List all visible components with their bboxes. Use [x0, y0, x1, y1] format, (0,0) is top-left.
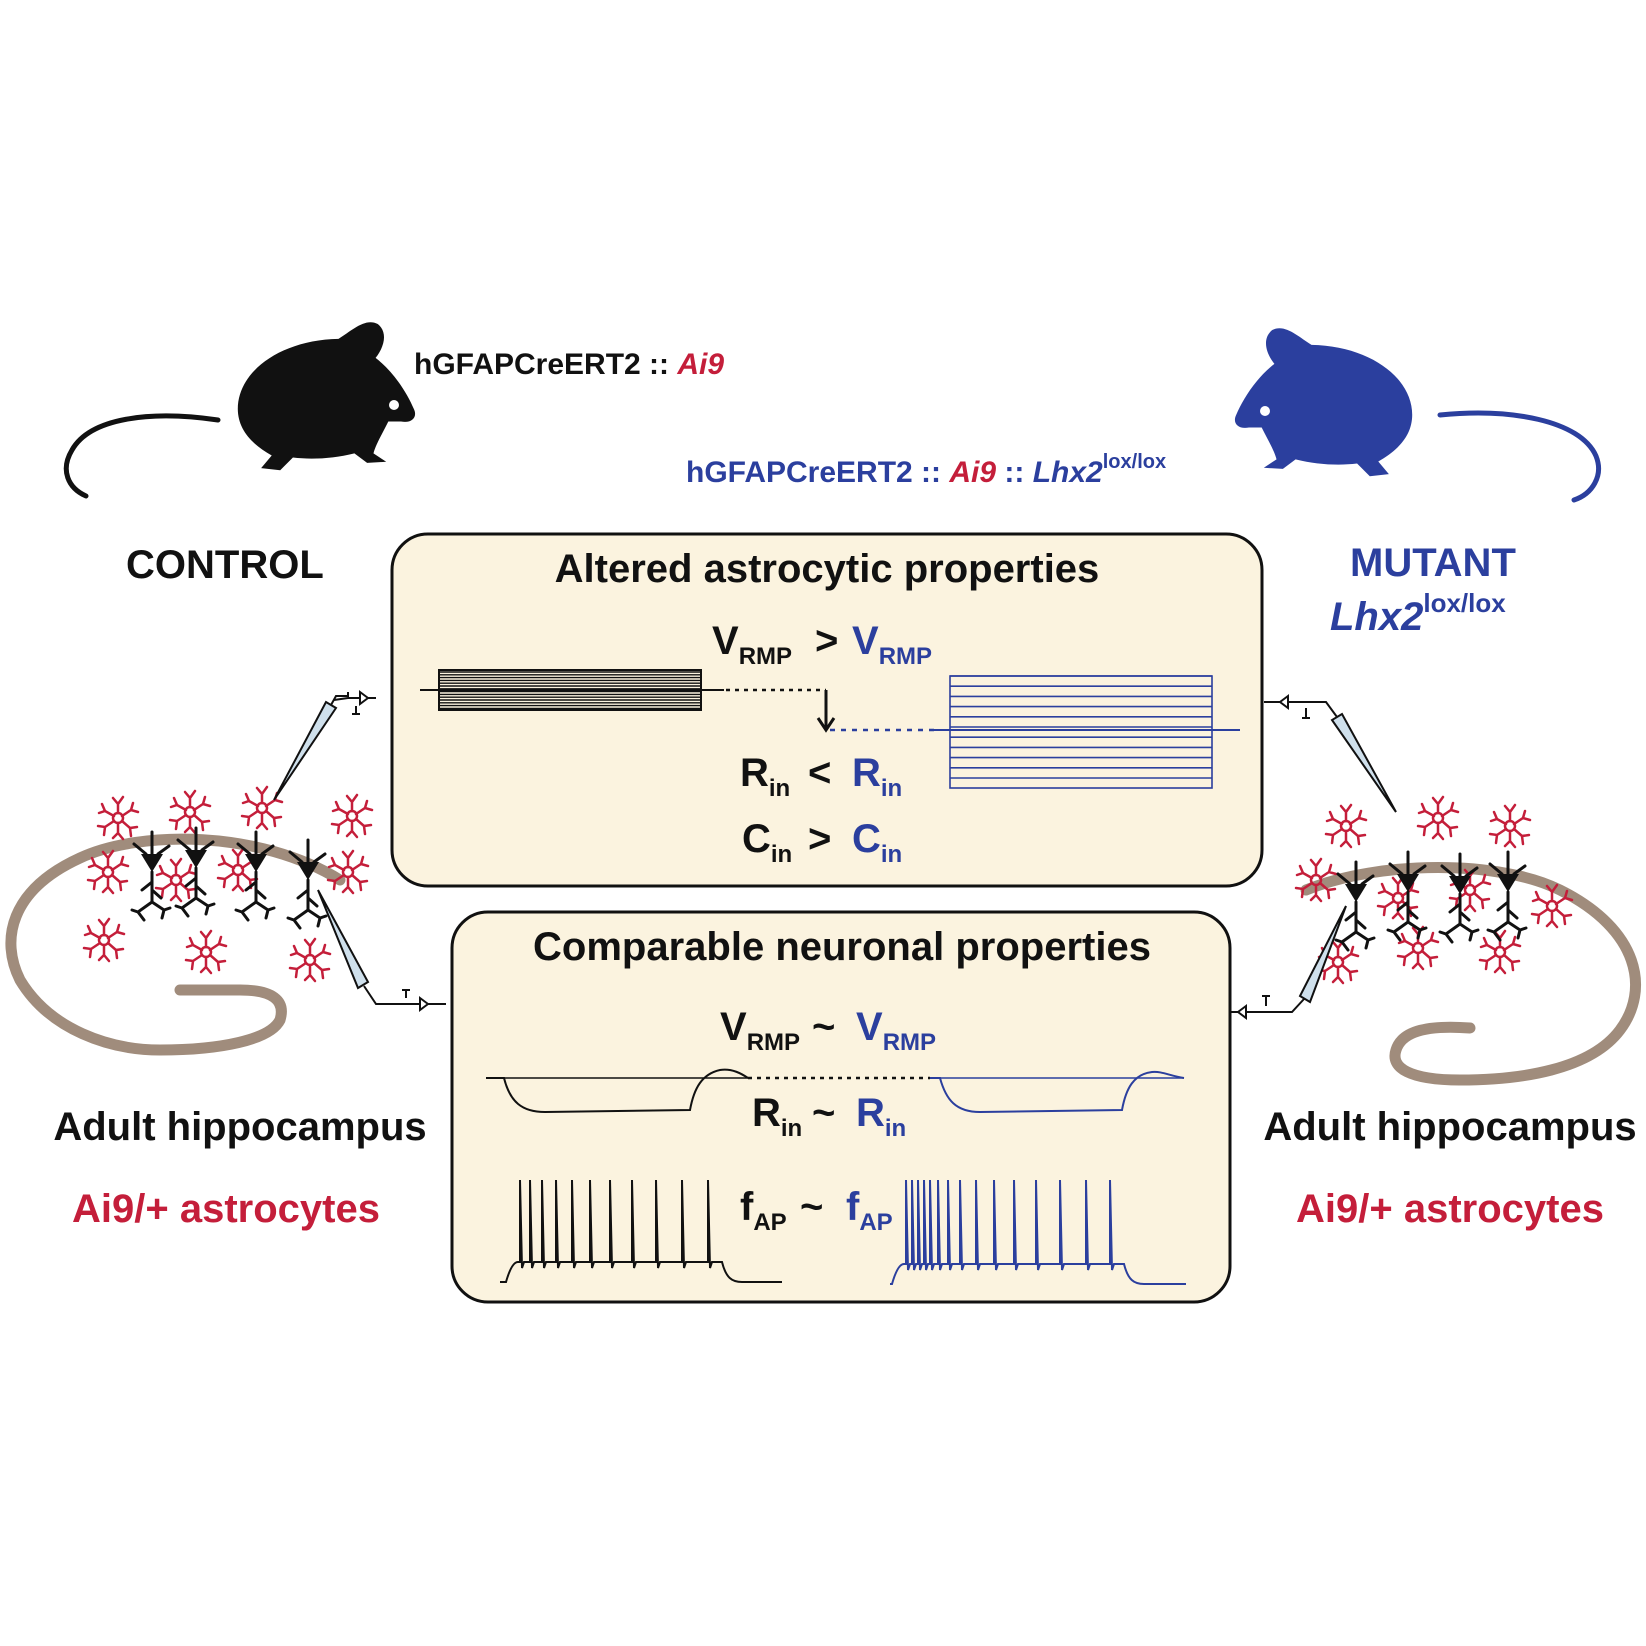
- svg-text:VRMP: VRMP: [852, 619, 932, 670]
- svg-text:VRMP: VRMP: [856, 1005, 936, 1056]
- svg-text:Cin: Cin: [742, 817, 792, 868]
- svg-text:Rin: Rin: [752, 1091, 802, 1142]
- astro-row-cin: Cin > Cin: [742, 817, 902, 868]
- svg-text:Rin: Rin: [856, 1091, 906, 1142]
- mutant-genotype: hGFAPCreERT2 :: Ai9 :: Lhx2lox/lox: [686, 451, 1166, 489]
- control-genotype: hGFAPCreERT2 :: Ai9: [414, 348, 724, 381]
- down-arrow-icon: [816, 690, 836, 733]
- control-region-label: Adult hippocampus: [53, 1105, 426, 1149]
- svg-text:~: ~: [812, 1005, 835, 1049]
- astro-row-rin: Rin < Rin: [740, 751, 902, 802]
- svg-text:>: >: [815, 619, 838, 663]
- neuron-rin-trace-control: [486, 1068, 749, 1114]
- astro-row-vrmp: VRMP > VRMP: [712, 619, 932, 670]
- svg-text:~: ~: [800, 1185, 823, 1229]
- svg-text:VRMP: VRMP: [720, 1005, 800, 1056]
- neuron-row-vrmp: VRMP ~ VRMP: [720, 1005, 936, 1056]
- neuron-panel-title: Comparable neuronal properties: [533, 925, 1151, 969]
- astro-panel-title: Altered astrocytic properties: [555, 547, 1100, 591]
- svg-text:fAP: fAP: [740, 1185, 787, 1236]
- mutant-gene: Lhx2lox/lox: [1330, 588, 1506, 639]
- spike-train-control: [500, 1179, 782, 1283]
- hippocampus-right: [1294, 795, 1642, 1086]
- svg-text:fAP: fAP: [846, 1185, 893, 1236]
- control-label: CONTROL: [126, 543, 324, 587]
- astro-trace-mutant: [930, 675, 1240, 789]
- hippocampus-left: [5, 785, 374, 1056]
- svg-text:Cin: Cin: [852, 817, 902, 868]
- mutant-cells-label: Ai9/+ astrocytes: [1296, 1187, 1604, 1231]
- svg-text:Rin: Rin: [852, 751, 902, 802]
- neuron-panel: [450, 910, 1232, 1304]
- svg-text:>: >: [808, 817, 831, 861]
- neuron-row-fap: fAP ~ fAP: [740, 1185, 893, 1236]
- mutant-mouse-icon: [1234, 328, 1601, 503]
- control-mouse-icon: [63, 322, 416, 499]
- svg-text:<: <: [808, 751, 831, 795]
- svg-text:~: ~: [812, 1091, 835, 1135]
- spike-train-mutant: [890, 1179, 1186, 1285]
- mutant-region-label: Adult hippocampus: [1263, 1105, 1636, 1149]
- control-cells-label: Ai9/+ astrocytes: [72, 1187, 380, 1231]
- recording-electrodes: [273, 690, 1397, 1020]
- svg-text:Rin: Rin: [740, 751, 790, 802]
- neuron-rin-trace-mutant: [930, 1070, 1185, 1114]
- mutant-label: MUTANT: [1350, 541, 1516, 585]
- astro-trace-control: [420, 669, 724, 711]
- svg-text:VRMP: VRMP: [712, 619, 792, 670]
- neuron-row-rin: Rin ~ Rin: [752, 1091, 906, 1142]
